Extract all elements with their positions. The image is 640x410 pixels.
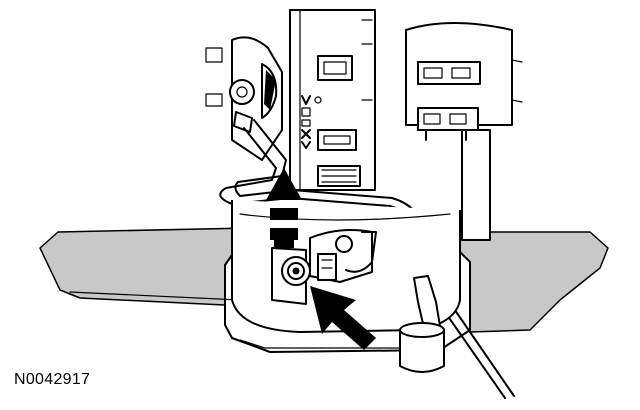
sender-housing	[405, 22, 523, 241]
diagonal-pointer-arrow	[310, 286, 376, 350]
vent-fitting	[399, 275, 445, 373]
mounting-bolt	[281, 256, 311, 286]
upward-removal-arrow	[266, 168, 302, 248]
module-markings	[301, 95, 322, 149]
pump-module	[289, 9, 376, 191]
figure-reference-code: N0042917	[14, 371, 91, 388]
